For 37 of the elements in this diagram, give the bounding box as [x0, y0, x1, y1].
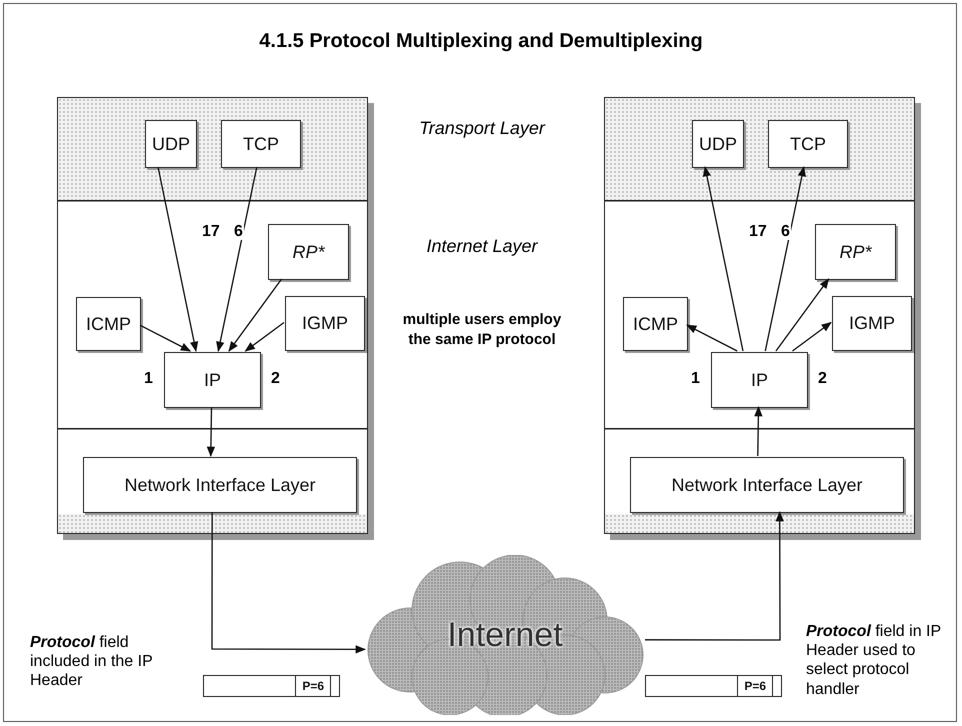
protocol-box: IP — [711, 352, 808, 408]
arrow — [211, 512, 366, 654]
layer-label: Internet Layer — [425, 236, 539, 257]
ip-header-packet: P=6 — [203, 675, 340, 697]
protocol-box: IGMP — [832, 296, 912, 351]
arrow — [244, 322, 284, 352]
edge-label: 6 — [780, 224, 791, 240]
protocol-box: ICMP — [623, 297, 688, 351]
arrow — [792, 322, 832, 352]
arrow — [702, 166, 744, 352]
edge-label: 6 — [233, 224, 244, 240]
arrow — [754, 406, 763, 456]
protocol-box: RP* — [815, 224, 896, 280]
protocol-box: Network Interface Layer — [83, 457, 357, 513]
title: 4.1.5 Protocol Multiplexing and Demultiplexing — [258, 30, 704, 53]
note-text: Protocol field included in the IP Header — [30, 633, 154, 691]
protocol-box: UDP — [145, 120, 197, 168]
protocol-box: ICMP — [76, 297, 141, 351]
note-text: Protocol field in IP Header used to select protocol handler — [806, 622, 942, 699]
protocol-box: UDP — [692, 120, 744, 168]
protocol-box: IGMP — [285, 296, 365, 351]
arrow — [645, 510, 784, 641]
protocol-box: TCP — [221, 120, 301, 168]
internet-cloud: Internet — [365, 555, 645, 715]
arrow — [686, 324, 738, 352]
arrow — [228, 278, 282, 352]
note-text: multiple users employ the same IP protocol — [402, 310, 562, 349]
arrow — [140, 324, 192, 352]
protocol-box: IP — [164, 352, 261, 408]
arrow — [206, 407, 216, 458]
layer-label: Transport Layer — [418, 118, 546, 139]
arrow — [775, 278, 830, 352]
protocol-box: RP* — [268, 224, 349, 280]
ip-header-packet: P=6 — [645, 675, 782, 697]
protocol-box: TCP — [768, 120, 848, 168]
protocol-box: Network Interface Layer — [630, 457, 904, 513]
arrow — [764, 166, 806, 352]
